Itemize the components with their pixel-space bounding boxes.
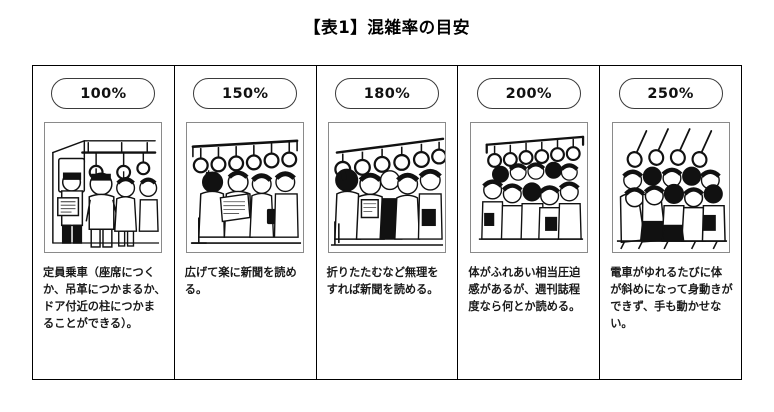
congestion-caption-180: 折りたたむなど無理をすれば新聞を読める。	[326, 266, 439, 297]
train-car-capacity-100-icon	[44, 122, 163, 253]
train-car-capacity-250-icon	[611, 122, 730, 253]
congestion-table: 100%	[32, 65, 742, 380]
page-title: 【表1】混雑率の目安	[304, 18, 470, 37]
congestion-caption-200: 体がふれあい相当圧迫感があるが、週刊誌程度なら何とか読める。	[468, 266, 581, 314]
congestion-caption-100: 定員乗車（座席につくか、吊革につかまるか、ドア付近の柱につかまることができる）。	[43, 266, 166, 331]
congestion-column-200: 200%	[458, 66, 601, 379]
rate-badge-250: 250%	[618, 78, 723, 109]
train-car-capacity-200-icon	[469, 122, 588, 253]
rate-badge-100: 100%	[51, 78, 156, 109]
congestion-column-250: 250%	[600, 66, 741, 379]
congestion-column-180: 180%	[317, 66, 459, 379]
congestion-caption-250: 電車がゆれるたびに体が斜めになって身動きができず、手も動かせない。	[610, 266, 733, 331]
congestion-caption-150: 広げて楽に新聞を読める。	[184, 266, 297, 297]
rate-badge-180: 180%	[334, 78, 439, 109]
congestion-column-100: 100%	[33, 66, 175, 379]
rate-badge-150: 150%	[193, 78, 298, 109]
congestion-column-150: 150%	[175, 66, 317, 379]
rate-badge-200: 200%	[476, 78, 581, 109]
train-car-capacity-180-icon	[327, 122, 446, 253]
train-car-capacity-150-icon	[186, 122, 305, 253]
